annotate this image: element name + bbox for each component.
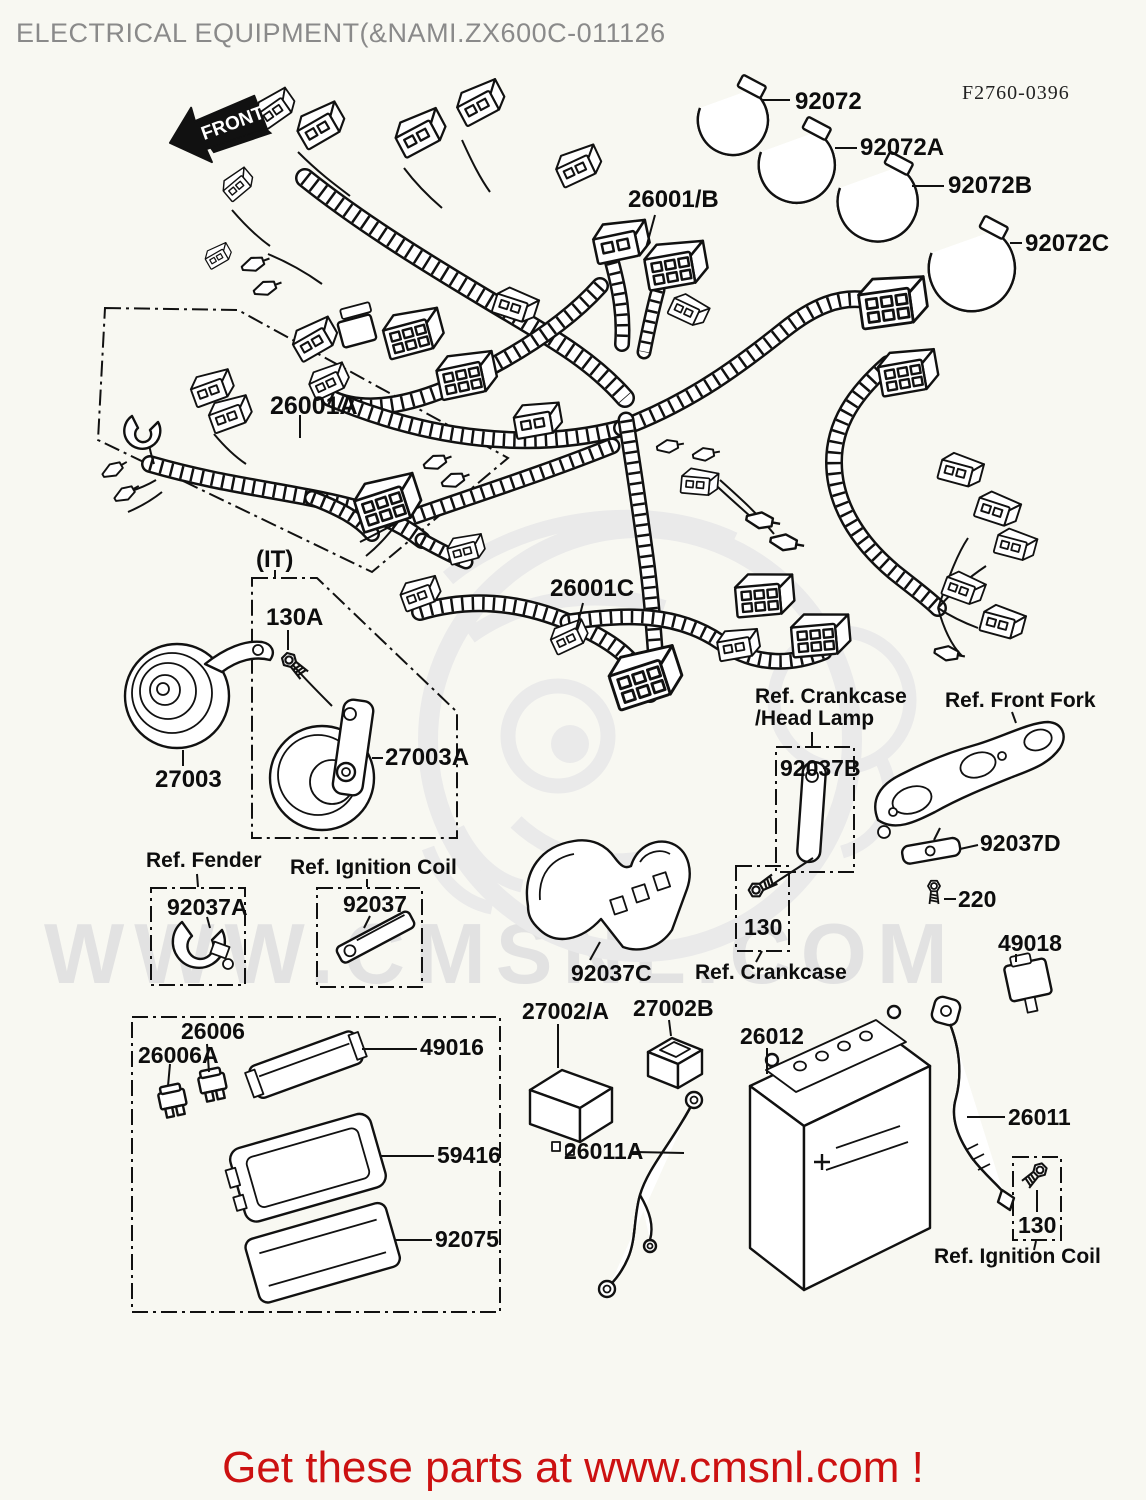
screw-220 [927,879,941,905]
box-130-ignition [1012,1156,1062,1241]
band-92072 [696,74,770,157]
figure-code: F2760-0396 [962,82,1070,104]
clamp-92037C [525,839,691,951]
band-92072C [927,215,1017,313]
junction-box-59416 [224,1112,387,1223]
connector [940,567,988,609]
connector [679,466,720,497]
page-title: ELECTRICAL EQUIPMENT(&NAMI.ZX600C-011126 [16,18,666,48]
box-130-crankcase [735,865,790,952]
box-92037B [775,746,855,873]
terminal [250,275,285,300]
clamp-92037B [769,760,827,887]
battery-26012 [748,1004,932,1292]
connector [378,302,448,361]
box-ref-ignition-coil [316,887,423,988]
box-ref-fender [150,887,246,986]
connector [936,449,986,490]
fuse-26006 [195,1065,230,1104]
connector [978,601,1028,642]
connector [217,164,258,203]
connector-26001B [640,235,712,292]
connector [666,289,712,330]
clamp-92037D [900,836,962,865]
box-IT-horn [251,577,458,839]
horn-27003 [123,640,274,750]
clamp-92037A [171,920,234,970]
relay-bracket [336,301,378,349]
connector-26001B [589,214,654,266]
connector [874,344,942,398]
clamp [123,414,162,450]
terminal [111,479,143,507]
connector [972,487,1024,530]
terminal [744,508,783,533]
connector [201,240,235,271]
bolt-130-ignition [1019,1159,1051,1191]
parts-artwork [99,74,1065,1304]
front-direction-arrow: FRONT [168,94,273,164]
footer-promo-text[interactable]: Get these parts at www.cmsnl.com ! [222,1443,924,1492]
connector [788,609,853,659]
connector [732,569,797,619]
front-fork-bracket [874,720,1065,839]
strap-92037 [335,910,416,964]
leader-lines [167,99,1038,1251]
relay-27002B [646,1036,704,1090]
horn-27003A [268,698,376,832]
terminal [99,455,131,483]
fuse-26006A [155,1081,190,1120]
switch-49018 [1003,952,1053,1014]
band-92072A [757,116,836,204]
connector [855,270,931,331]
cable-26011A [597,1090,704,1299]
terminal [438,467,473,492]
terminal [655,436,686,456]
cable-26011 [930,995,1016,1212]
connector [389,103,452,160]
connector [992,525,1040,564]
box-fuse-junction [131,1016,501,1313]
connector [432,345,501,402]
wiring-harness-tubes [141,168,947,703]
terminal [238,251,273,276]
band-92072B [836,151,919,243]
connector [290,97,350,151]
connector [550,140,606,189]
reference-boxes [96,306,1062,1313]
terminal [768,530,807,555]
terminal [932,642,968,665]
terminal [420,449,455,474]
connector [286,312,343,364]
watermark-site-text: WWW.CMSNL.COM [44,907,958,1002]
cover-49016 [244,1030,368,1100]
connector [450,74,510,128]
relay-27002A [528,1068,614,1156]
cover-92075 [244,1201,402,1304]
terminal [691,444,722,464]
